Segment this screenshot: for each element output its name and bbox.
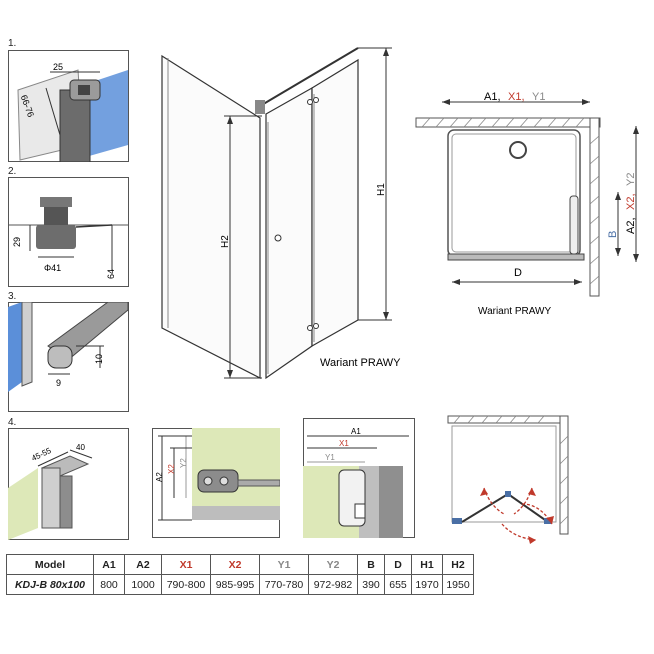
cell-b: 390 [357, 574, 385, 595]
header-model: Model [6, 554, 94, 575]
main-view-caption: Wariant PRAWY [320, 357, 401, 369]
detail-2-number: 2. [8, 166, 17, 177]
door-knob [274, 234, 282, 242]
side-a2-label: A2 [155, 472, 164, 482]
header-y1: Y1 [259, 554, 309, 575]
top-a1-label: A1 [351, 427, 361, 436]
side-y2-label: Y2 [179, 458, 188, 468]
top-y1-label: Y1 [325, 453, 335, 462]
cell-model: KDJ-B 80x100 [6, 574, 94, 595]
detail-4-number: 4. [8, 417, 17, 428]
header-a1: A1 [93, 554, 125, 575]
plan-x2-label: X2, [625, 193, 637, 210]
h2-label: H2 [220, 235, 231, 248]
header-h2: H2 [442, 554, 474, 575]
plan-y1-label: Y1 [532, 91, 545, 103]
dim-29: 29 [12, 237, 22, 247]
header-x1: X1 [161, 554, 211, 575]
detail-2-hinge-drawing: 29 Φ41 64 [8, 177, 129, 287]
dim-25: 25 [53, 62, 63, 72]
top-section-drawing: A1 X1 Y1 [303, 418, 415, 538]
table-row: KDJ-B 80x100 800 1000 790-800 985-995 77… [6, 574, 474, 595]
cell-x1: 790-800 [161, 574, 211, 595]
header-y2: Y2 [308, 554, 358, 575]
cell-h1: 1970 [411, 574, 443, 595]
plan-a2-label: A2, [625, 217, 637, 234]
header-b: B [357, 554, 385, 575]
plan-view-drawing: A1, X1, Y1 D B A2, X2, Y2 Wariant PRAWY [415, 91, 639, 317]
door-swing-diagram [447, 415, 569, 544]
side-x2-label: X2 [167, 464, 176, 474]
header-a2: A2 [124, 554, 162, 575]
detail-3-number: 3. [8, 291, 17, 302]
dim-64: 64 [106, 269, 116, 279]
plan-a1-label: A1, [484, 91, 501, 103]
plan-y2-label: Y2 [625, 173, 637, 186]
cell-a1: 800 [93, 574, 125, 595]
dim-40: 40 [76, 443, 85, 452]
cell-a2: 1000 [124, 574, 162, 595]
cell-x2: 985-995 [210, 574, 260, 595]
spec-table: Model A1 A2 X1 X2 Y1 Y2 B D H1 H2 KDJ-B … [6, 554, 474, 595]
enclosure-perspective-drawing: H2 H1 Wariant PRAWY [161, 47, 401, 380]
spec-table-header-row: Model A1 A2 X1 X2 Y1 Y2 B D H1 H2 [6, 554, 474, 575]
detail-1-number: 1. [8, 38, 17, 49]
plan-x1-label: X1, [508, 91, 525, 103]
side-section-drawing: A2 X2 Y2 [152, 428, 280, 538]
detail-4-wall-profile-drawing: 45-55 40 [8, 428, 129, 540]
detail-1-profile-drawing: 25 66-76 [8, 50, 129, 162]
plan-b-label: B [607, 231, 619, 238]
cell-d: 655 [384, 574, 412, 595]
header-d: D [384, 554, 412, 575]
dim-9: 9 [56, 378, 61, 388]
dim-diameter-41: Φ41 [44, 263, 61, 273]
plan-view-caption: Wariant PRAWY [478, 306, 551, 317]
header-h1: H1 [411, 554, 443, 575]
detail-3-seal-drawing: 10 9 [8, 302, 129, 412]
header-x2: X2 [210, 554, 260, 575]
plan-d-label: D [514, 267, 522, 279]
cell-y2: 972-982 [308, 574, 358, 595]
cell-y1: 770-780 [259, 574, 309, 595]
top-x1-label: X1 [339, 439, 349, 448]
dim-10: 10 [94, 354, 104, 364]
h1-label: H1 [376, 183, 387, 196]
cell-h2: 1950 [442, 574, 474, 595]
